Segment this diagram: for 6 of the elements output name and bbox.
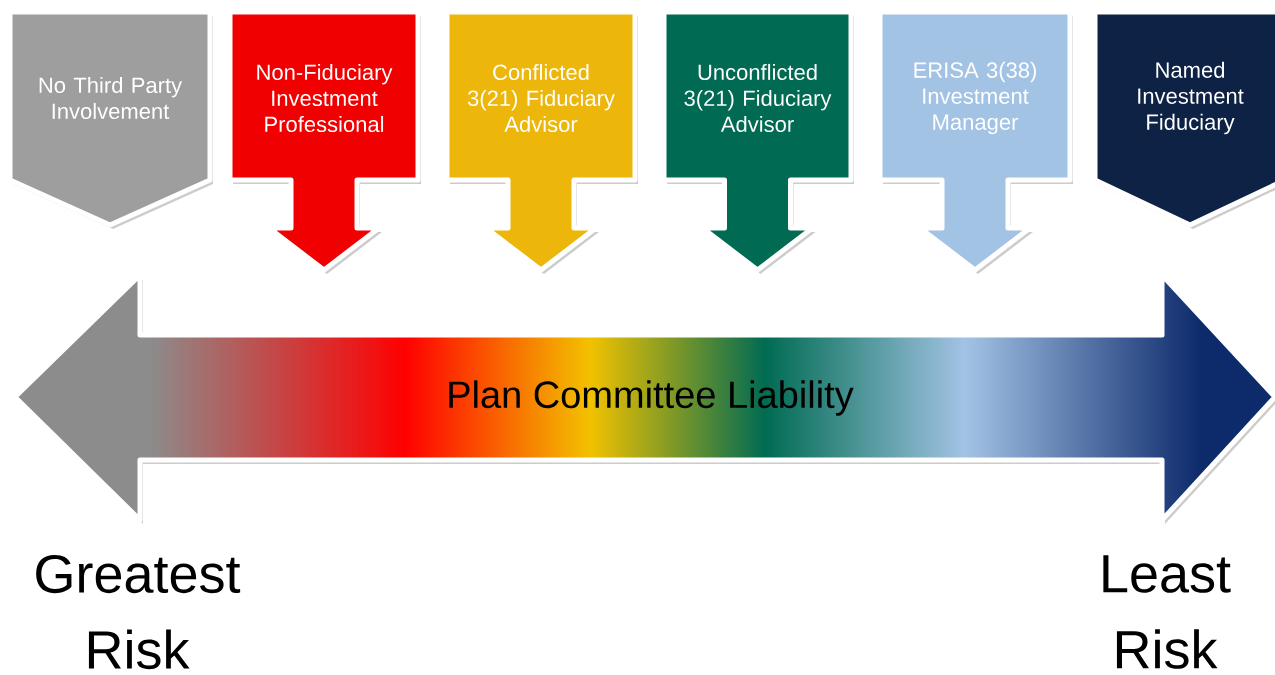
callout-box: No Third Party Involvement [7,9,213,229]
callout-box: Non-Fiduciary Investment Professional [227,9,421,274]
callout-box: Unconflicted 3(21) Fiduciary Advisor [661,9,854,274]
callout-box: ERISA 3(38) Investment Manager [877,9,1073,274]
callout-box: Named Investment Fiduciary [1092,9,1275,229]
callout-box: Conflicted 3(21) Fiduciary Advisor [444,9,638,274]
